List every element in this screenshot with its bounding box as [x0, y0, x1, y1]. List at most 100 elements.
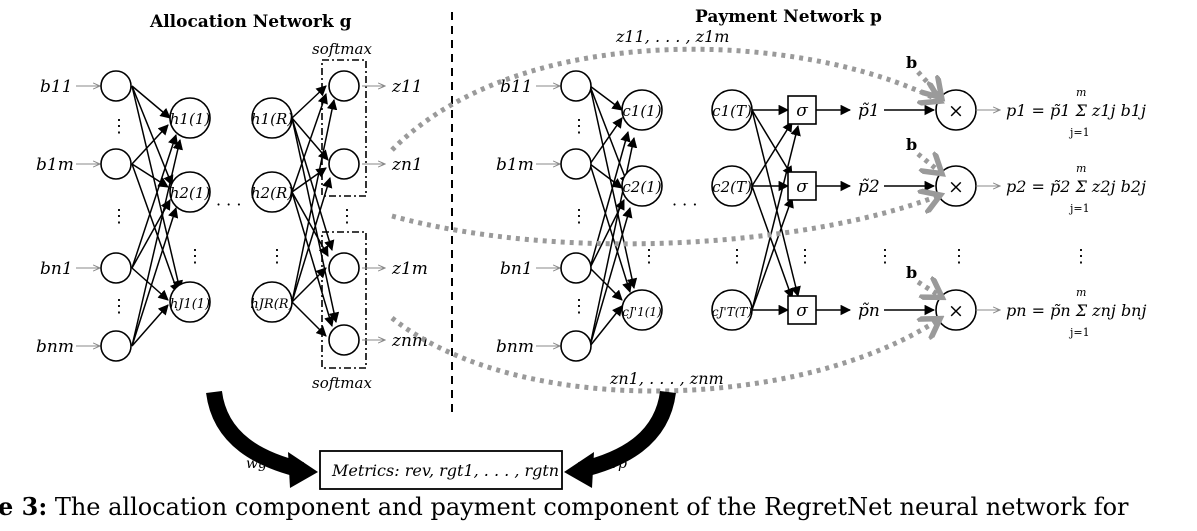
svg-text:znm: znm — [391, 331, 428, 351]
allocation-edges-layer1 — [131, 85, 183, 347]
metrics-box: Metrics: rev, rgt1, . . . , rgtn — [319, 450, 563, 490]
svg-text:Payment Network p: Payment Network p — [695, 7, 882, 27]
allocation-to-payment-curves: z11, . . . , z1m zn1, . . . , znm — [390, 27, 938, 394]
vdots: ⋮ — [110, 116, 128, 137]
svg-text:c1(T): c1(T) — [712, 102, 752, 120]
allocation-input-b11: b11 — [40, 70, 132, 102]
weight-arrows: wg wp — [206, 390, 676, 488]
wp-arrow — [578, 390, 676, 478]
node-znm — [328, 324, 360, 356]
svg-text:c1(1): c1(1) — [622, 102, 661, 120]
vdots: ⋮ — [338, 206, 356, 227]
figure-caption: e 3: The allocation component and paymen… — [0, 492, 1129, 521]
multiply-nodes: × × × ⋮ — [935, 89, 1000, 331]
svg-text:b: b — [906, 135, 917, 154]
svg-text:h2(R): h2(R) — [251, 184, 293, 202]
allocation-edges-output — [291, 85, 340, 337]
svg-text:p1 = p̃1 Σ z1j b1j: p1 = p̃1 Σ z1j b1j — [1006, 101, 1146, 120]
node-hJR-R — [251, 281, 293, 323]
svg-text:j=1: j=1 — [1068, 326, 1090, 339]
vdots: ⋮ — [640, 246, 658, 267]
softmax-label-bottom: softmax — [312, 374, 372, 392]
svg-text:m: m — [1076, 286, 1086, 299]
softmax-label-top: softmax — [312, 40, 372, 58]
vdots: ⋮ — [268, 246, 286, 267]
allocation-title: Allocation Network g — [149, 12, 352, 32]
vdots: ⋮ — [950, 246, 968, 267]
svg-text:bnm: bnm — [496, 337, 534, 357]
allocation-input-bnm: bnm — [36, 330, 132, 362]
softmax-boxes: softmax softmax — [312, 40, 372, 392]
softmax-box-top — [321, 59, 367, 197]
b-vector-inputs: b b b — [906, 53, 940, 296]
svg-text:p2 = p̃2 Σ z2j b2j: p2 = p̃2 Σ z2j b2j — [1006, 177, 1146, 196]
vdots: ⋮ — [570, 296, 588, 317]
ptilde-labels: p̃1 p̃2 p̃n ⋮ — [858, 101, 936, 321]
svg-text:bnm: bnm — [36, 337, 74, 357]
svg-text:p̃1: p̃1 — [858, 101, 880, 121]
svg-text:m: m — [1076, 86, 1086, 99]
payment-edges-layer1 — [589, 85, 638, 347]
layer-ellipsis: · · · — [216, 195, 241, 214]
payment-inputs: b11 b1m bn1 bnm ⋮ ⋮ ⋮ — [496, 70, 592, 362]
allocation-input-b1m: b1m — [36, 148, 132, 180]
svg-text:b: b — [906, 53, 917, 72]
vdots: ⋮ — [1072, 246, 1090, 267]
wg-arrow — [206, 390, 304, 478]
node-h1-R — [251, 97, 293, 139]
svg-text:b11: b11 — [500, 77, 533, 97]
allocation-inputs: b11 b1m bn1 bnm ⋮ ⋮ ⋮ — [36, 70, 132, 362]
svg-text:cJ'1(1): cJ'1(1) — [622, 305, 662, 319]
vdots: ⋮ — [796, 246, 814, 267]
svg-text:Allocation Network g: Allocation Network g — [149, 12, 352, 32]
svg-text:h2(1): h2(1) — [170, 184, 211, 202]
z-top-curve-label: z11, . . . , z1m — [615, 27, 729, 46]
svg-text:b1m: b1m — [496, 155, 534, 175]
node-h2-R — [251, 171, 293, 213]
svg-text:bn1: bn1 — [500, 259, 533, 279]
svg-text:bn1: bn1 — [40, 259, 73, 279]
vdots: ⋮ — [110, 296, 128, 317]
node-z11 — [328, 70, 360, 102]
svg-text:×: × — [948, 176, 964, 198]
svg-text:σ: σ — [796, 177, 808, 197]
svg-text:z1m: z1m — [391, 259, 428, 279]
allocation-outputs: ⋮ z11 zn1 z1m znm — [328, 70, 428, 356]
svg-text:cJ'T(T): cJ'T(T) — [712, 305, 753, 319]
svg-text:pn = p̃n Σ znj bnj: pn = p̃n Σ znj bnj — [1006, 301, 1146, 320]
payment-title: Payment Network p — [695, 7, 882, 27]
node-h1-1 — [169, 97, 211, 139]
svg-text:h1(1): h1(1) — [170, 110, 211, 128]
svg-text:×: × — [948, 100, 964, 122]
vdots: ⋮ — [570, 116, 588, 137]
svg-text:Metrics: rev, rgt1, . . . , rg: Metrics: rev, rgt1, . . . , rgtn — [331, 461, 559, 480]
svg-text:σ: σ — [796, 101, 808, 121]
payment-formulas: p1 = p̃1 Σ z1j b1j p2 = p̃2 Σ z2j b2j pn… — [1006, 86, 1146, 339]
vdots: ⋮ — [728, 246, 746, 267]
svg-text:hJR(R): hJR(R) — [250, 297, 293, 312]
svg-text:×: × — [948, 300, 964, 322]
figure-caption-text: The allocation component and payment com… — [54, 493, 1129, 521]
svg-text:b11: b11 — [40, 77, 73, 97]
svg-text:b: b — [906, 263, 917, 282]
svg-text:σ: σ — [796, 301, 808, 321]
vdots: ⋮ — [110, 206, 128, 227]
vdots: ⋮ — [186, 246, 204, 267]
svg-text:c2(1): c2(1) — [622, 178, 661, 196]
softmax-box-bottom — [321, 231, 367, 369]
svg-text:z11: z11 — [391, 77, 423, 97]
wg-label: wg — [246, 456, 267, 472]
svg-text:b1m: b1m — [36, 155, 74, 175]
payment-hidden-layer-T: c1(T) c2(T) cJ'T(T) ⋮ — [711, 89, 753, 331]
allocation-hidden-layer-1: h1(1) h2(1) hJ1(1) ⋮ — [169, 97, 211, 323]
svg-text:j=1: j=1 — [1068, 202, 1090, 215]
node-zn1 — [328, 148, 360, 180]
svg-text:p̃n: p̃n — [858, 301, 880, 321]
layer-ellipsis: · · · — [672, 195, 697, 214]
svg-text:zn1: zn1 — [391, 155, 423, 175]
allocation-input-bn1: bn1 — [40, 252, 132, 284]
svg-text:p̃2: p̃2 — [858, 177, 880, 197]
node-z1m — [328, 252, 360, 284]
figure-caption-label: e 3: — [0, 492, 48, 521]
